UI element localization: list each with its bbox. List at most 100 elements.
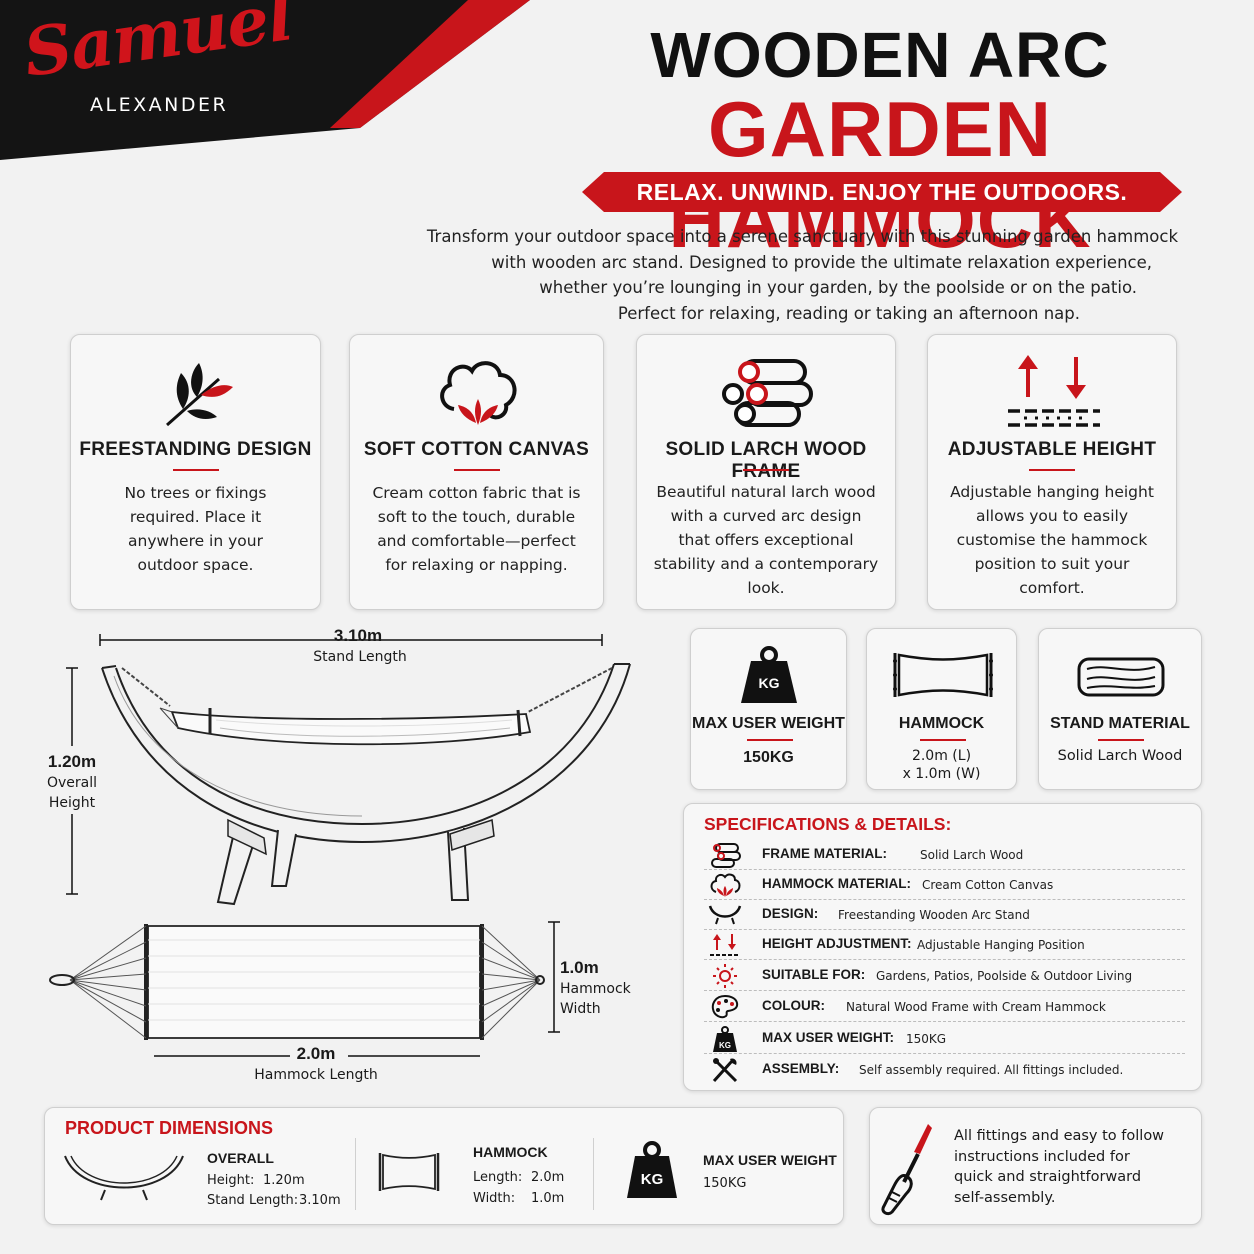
stat-value: Solid Larch Wood — [1057, 748, 1183, 764]
feature-text-line: allows you to easily — [975, 507, 1129, 525]
feature-text-line: stability and a contemporary — [653, 555, 879, 573]
kg-weight-icon — [627, 1141, 677, 1198]
cotton-flower-icon — [710, 873, 741, 897]
dimension-divider — [355, 1138, 356, 1210]
spec-row: DESIGN: Freestanding Wooden Arc Stand — [704, 900, 1185, 930]
spec-value: Gardens, Patios, Poolside & Outdoor Livi… — [876, 969, 1133, 983]
feature-text-line: for relaxing or napping. — [385, 556, 568, 574]
feature-card-cotton: SOFT COTTON CANVAS Cream cotton fabric t… — [349, 334, 604, 610]
feature-description: Beautiful natural larch wood with a curv… — [651, 480, 881, 600]
intro-paragraph: Transform your outdoor space into a sere… — [380, 224, 1220, 326]
product-dimensions-panel: PRODUCT DIMENSIONS OVERALL Height: 1.20m… — [44, 1107, 844, 1225]
specifications-heading: SPECIFICATIONS & DETAILS: — [704, 814, 952, 834]
tagline-banner: RELAX. UNWIND. ENJOY THE OUTDOORS. — [582, 172, 1182, 212]
feature-text-line: customise the hammock — [956, 531, 1148, 549]
hammock-width-label: Width — [560, 1001, 601, 1017]
overall-length-label: Stand Length: — [207, 1193, 299, 1208]
brand-logo-sub: ALEXANDER — [90, 94, 229, 116]
spec-row: HEIGHT ADJUSTMENT: Adjustable Hanging Po… — [704, 930, 1185, 960]
stat-card-max-weight: KG MAX USER WEIGHT 150KG — [690, 628, 847, 790]
sun-icon — [713, 964, 737, 988]
assembly-line: self-assembly. — [954, 1189, 1056, 1206]
feature-title: FREESTANDING DESIGN — [79, 439, 312, 460]
feature-text-line: with a curved arc design — [670, 507, 862, 525]
spec-value: 150KG — [906, 1032, 947, 1046]
feature-card-larch: SOLID LARCH WOOD FRAME Beautiful natural… — [636, 334, 896, 610]
overall-height-label: Height — [48, 795, 96, 811]
weight-value: 150KG — [703, 1176, 747, 1191]
hammock-width-label: Width: — [473, 1191, 516, 1206]
kg-weight-icon — [741, 646, 797, 703]
hammock-title: HAMMOCK — [473, 1144, 548, 1160]
leaf-branch-icon — [166, 363, 233, 427]
overall-height-value: 1.20m — [263, 1173, 305, 1188]
hammock-width-label: Hammock — [560, 981, 631, 997]
spec-row: SUITABLE FOR: Gardens, Patios, Poolside … — [704, 961, 1185, 991]
up-down-arrows-icon — [1008, 355, 1100, 427]
feature-text-line: No trees or fixings — [124, 484, 267, 502]
feature-title: SOLID LARCH WOOD FRAME — [665, 439, 867, 482]
feature-divider — [743, 469, 789, 471]
intro-line: Transform your outdoor space into a sere… — [426, 227, 1178, 246]
assembly-panel: All fittings and easy to follow instruct… — [869, 1107, 1202, 1225]
feature-title: SOFT COTTON CANVAS — [363, 439, 590, 460]
feature-description: Cream cotton fabric that is soft to the … — [364, 481, 589, 577]
feature-divider — [1029, 469, 1075, 471]
intro-line: with wooden arc stand. Designed to provi… — [491, 252, 1152, 272]
brand-banner-shape — [0, 0, 530, 160]
hammock-stand-diagram — [49, 634, 631, 1057]
stat-divider — [920, 739, 966, 741]
kg-weight-icon: KG — [713, 1026, 737, 1052]
screwdriver-icon — [881, 1124, 932, 1216]
spec-row: FRAME MATERIAL: Solid Larch Wood — [704, 840, 1185, 870]
feature-description: Adjustable hanging height allows you to … — [942, 480, 1162, 600]
stat-value: 150KG — [743, 749, 794, 766]
spec-label: ASSEMBLY: — [762, 1061, 840, 1076]
feature-text-line: outdoor space. — [137, 556, 254, 574]
feature-text-line: and comfortable—perfect — [377, 532, 576, 550]
cotton-flower-icon — [440, 361, 517, 425]
feature-text-line: position to suit your — [974, 555, 1130, 573]
tagline-ribbon — [582, 172, 1182, 212]
spec-label: SUITABLE FOR: — [762, 967, 866, 982]
overall-height-label: Height: — [207, 1173, 255, 1188]
spec-row: KG MAX USER WEIGHT: 150KG — [704, 1024, 1185, 1054]
hammock-length-label: Length: — [473, 1170, 523, 1185]
feature-text-line: that offers exceptional — [678, 531, 854, 549]
stat-divider — [1098, 739, 1144, 741]
hammock-bed-icon — [378, 1153, 440, 1191]
spec-row: HAMMOCK MATERIAL: Cream Cotton Canvas — [704, 870, 1185, 900]
spec-label: HEIGHT ADJUSTMENT: — [762, 936, 912, 951]
feature-text-line: comfort. — [1019, 579, 1085, 597]
dimension-divider — [593, 1138, 594, 1210]
spec-value: Adjustable Hanging Position — [917, 938, 1085, 952]
feature-card-freestanding: FREESTANDING DESIGN No trees or fixings … — [70, 334, 321, 610]
stat-value-2: x 1.0m (W) — [902, 766, 981, 782]
kg-icon-text: KG — [758, 675, 780, 691]
feature-divider — [453, 469, 500, 471]
assembly-text: All fittings and easy to follow instruct… — [954, 1126, 1164, 1208]
assembly-line: quick and straightforward — [954, 1169, 1142, 1185]
hammock-width-value: 1.0m — [560, 958, 599, 977]
dimensions-heading: PRODUCT DIMENSIONS — [65, 1118, 274, 1138]
intro-line: Perfect for relaxing, reading or taking … — [617, 303, 1080, 323]
spec-value: Self assembly required. All fittings inc… — [859, 1063, 1124, 1077]
tagline-text: RELAX. UNWIND. ENJOY THE OUTDOORS. — [636, 179, 1128, 205]
spec-row: ASSEMBLY: Self assembly required. All fi… — [704, 1055, 1185, 1085]
overall-height-value: 1.20m — [47, 752, 97, 771]
hammock-length-label: Hammock Length — [254, 1067, 378, 1083]
svg-text:KG: KG — [719, 1041, 731, 1050]
spec-label: COLOUR: — [762, 998, 825, 1013]
feature-description: No trees or fixings required. Place it a… — [85, 481, 306, 577]
arc-stand-icon — [64, 1155, 184, 1201]
intro-line: whether you’re lounging in your garden, … — [539, 278, 1137, 297]
wood-plank-icon — [1077, 657, 1165, 697]
assembly-line: All fittings and easy to follow — [954, 1128, 1165, 1144]
feature-divider — [172, 469, 219, 471]
feature-title: ADJUSTABLE HEIGHT — [947, 439, 1157, 460]
spec-row: COLOUR: Natural Wood Frame with Cream Ha… — [704, 992, 1185, 1022]
hammock-width-value: 1.0m — [531, 1191, 565, 1206]
stat-card-hammock: HAMMOCK 2.0m (L) x 1.0m (W) — [866, 628, 1017, 790]
stat-title: MAX USER WEIGHT — [692, 715, 845, 732]
wood-logs-icon — [722, 359, 813, 427]
